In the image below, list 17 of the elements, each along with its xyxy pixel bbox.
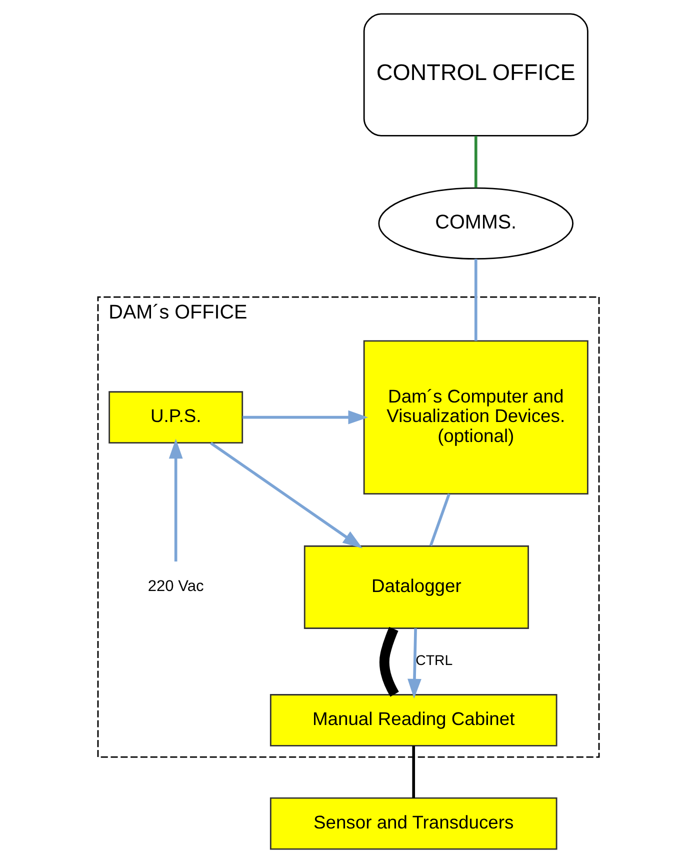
node-box: Datalogger	[304, 545, 529, 629]
arrow	[408, 628, 422, 699]
node-box: U.P.S.	[108, 391, 244, 444]
connector	[474, 136, 478, 188]
node-text: 220 Vac	[148, 578, 204, 596]
connector	[412, 746, 416, 798]
node-box: Manual Reading Cabinet	[270, 694, 558, 746]
node-ellipse: COMMS.	[378, 187, 574, 260]
node-box: CONTROL OFFICE	[363, 13, 588, 136]
edge-label: CTRL	[416, 652, 453, 668]
arrow	[210, 442, 363, 548]
arrow	[168, 438, 183, 562]
connector	[429, 493, 450, 546]
node-box: Sensor and Transducers	[270, 797, 558, 850]
arrow	[242, 410, 368, 424]
connector	[474, 259, 478, 341]
node-box: Dam´s Computer and Visualization Devices. (optional)	[363, 340, 588, 494]
